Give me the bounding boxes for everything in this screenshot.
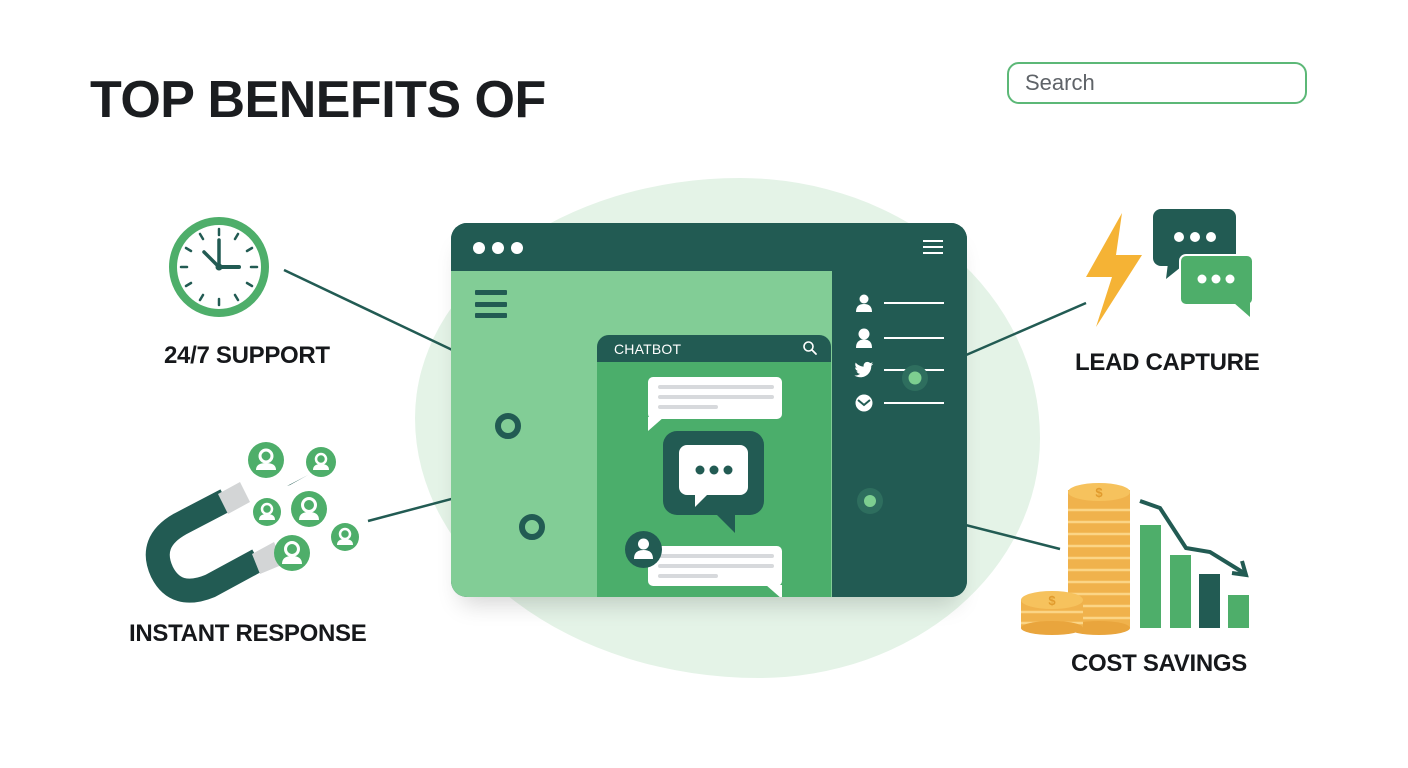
bot-message-bubble	[648, 377, 782, 419]
search-input[interactable]	[1009, 64, 1305, 102]
user-message-bubble	[648, 546, 782, 586]
coin-stack-small-icon: $	[1021, 591, 1083, 635]
sidebar-item-twitter[interactable]	[854, 361, 944, 379]
window-dots	[473, 242, 523, 254]
connector-node	[519, 514, 545, 540]
chatbot-browser-window: CHATBOT	[451, 223, 967, 597]
coins-chart-icon: $ $	[1021, 483, 1249, 635]
benefit-label-lead: LEAD CAPTURE	[1075, 349, 1260, 376]
window-sidebar	[832, 271, 967, 597]
window-dot	[511, 242, 523, 254]
search-icon[interactable]	[802, 340, 818, 356]
user-icon	[856, 294, 872, 312]
user-icons-cluster	[248, 442, 359, 571]
sidebar-menu-icon[interactable]	[475, 290, 507, 318]
lightning-chat-icon	[1086, 209, 1254, 327]
window-main-area: CHATBOT	[451, 271, 832, 597]
twitter-icon	[854, 361, 874, 378]
chat-bubble-icon	[679, 445, 748, 507]
sidebar-item-mail[interactable]	[854, 393, 944, 413]
page-title: TOP BENEFITS OF	[90, 71, 546, 129]
window-title-bar	[451, 223, 967, 271]
svg-text:$: $	[1095, 485, 1103, 500]
sidebar-item-user[interactable]	[854, 293, 944, 313]
window-dot	[473, 242, 485, 254]
lightning-icon	[1086, 213, 1142, 327]
chatbot-panel: CHATBOT	[597, 335, 831, 597]
magnet-icon	[145, 442, 359, 603]
user-icon	[634, 538, 653, 559]
typing-indicator	[663, 431, 764, 533]
sidebar-item-user[interactable]	[854, 327, 944, 349]
connector-node	[495, 413, 521, 439]
hamburger-icon[interactable]	[923, 240, 943, 254]
bubble-tail	[766, 585, 782, 597]
search-bar	[1007, 62, 1307, 104]
connector-node	[902, 365, 928, 391]
user-icon	[856, 328, 872, 348]
bubble-tail	[715, 513, 735, 533]
avatar	[625, 531, 662, 568]
chatbot-title: CHATBOT	[614, 341, 682, 357]
benefit-label-support: 24/7 SUPPORT	[164, 342, 330, 369]
benefit-label-response: INSTANT RESPONSE	[129, 620, 367, 647]
clock-icon	[169, 217, 269, 317]
svg-text:$: $	[1048, 593, 1056, 608]
window-dot	[492, 242, 504, 254]
mail-icon	[855, 394, 873, 412]
connector-node	[857, 488, 883, 514]
chatbot-header: CHATBOT	[597, 335, 831, 362]
bubble-tail	[648, 417, 664, 431]
benefit-label-cost: COST SAVINGS	[1071, 650, 1247, 677]
